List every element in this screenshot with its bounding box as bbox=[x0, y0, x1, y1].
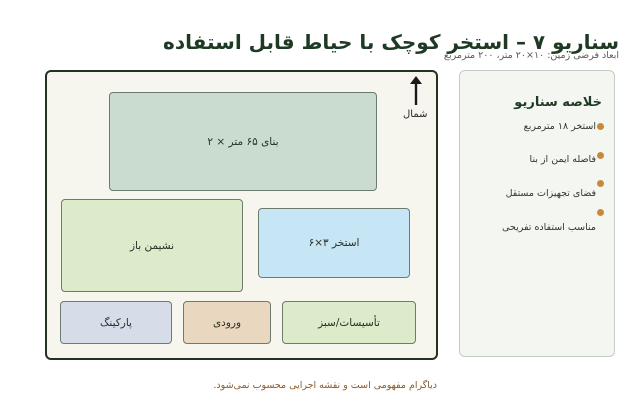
north-arrow-icon bbox=[410, 76, 422, 105]
zone-entry: ورودی bbox=[183, 301, 271, 344]
dot-icon bbox=[597, 152, 604, 159]
zone-entry-label: ورودی bbox=[212, 316, 242, 329]
summary-item: فاصله ایمن از بنا bbox=[529, 154, 596, 165]
zone-patio-label: نشیمن باز bbox=[129, 239, 175, 252]
summary-title: خلاصه سناریو bbox=[514, 95, 602, 110]
zone-patio: نشیمن باز bbox=[61, 199, 243, 292]
zone-building: بنای ۶۵ متر × ۲ bbox=[109, 92, 377, 191]
zone-building-label: بنای ۶۵ متر × ۲ bbox=[207, 135, 279, 148]
page-title: سناریو ۷ – استخر کوچک با حیاط قابل استفا… bbox=[163, 30, 619, 54]
summary-panel: خلاصه سناریو استخر ۱۸ مترمربع فاصله ایمن… bbox=[459, 70, 615, 357]
zone-pool: استخر ۳×۶ bbox=[258, 208, 410, 278]
zone-pool-label: استخر ۳×۶ bbox=[308, 237, 360, 249]
zone-parking-label: پارکینگ bbox=[100, 316, 132, 329]
dot-icon bbox=[597, 180, 604, 187]
footnote: دیاگرام مفهومی است و نقشه اجرایی محسوب ن… bbox=[213, 380, 437, 391]
dot-icon bbox=[597, 123, 604, 130]
zone-green: تأسیسات/سبز bbox=[282, 301, 416, 344]
summary-item: مناسب استفاده تفریحی bbox=[502, 222, 596, 233]
site-plan: بنای ۶۵ متر × ۲ نشیمن باز استخر ۳×۶ پارک… bbox=[45, 70, 438, 360]
summary-item: فضای تجهیزات مستقل bbox=[505, 188, 596, 199]
dot-icon bbox=[597, 209, 604, 216]
zone-parking: پارکینگ bbox=[60, 301, 172, 344]
north-label: شمال bbox=[403, 109, 428, 120]
page-subtitle: ابعاد فرضی زمین: ۱۰×۲۰ متر، ۲۰۰ مترمربع bbox=[443, 50, 619, 61]
zone-green-label: تأسیسات/سبز bbox=[318, 316, 380, 329]
summary-item: استخر ۱۸ مترمربع bbox=[523, 121, 596, 132]
